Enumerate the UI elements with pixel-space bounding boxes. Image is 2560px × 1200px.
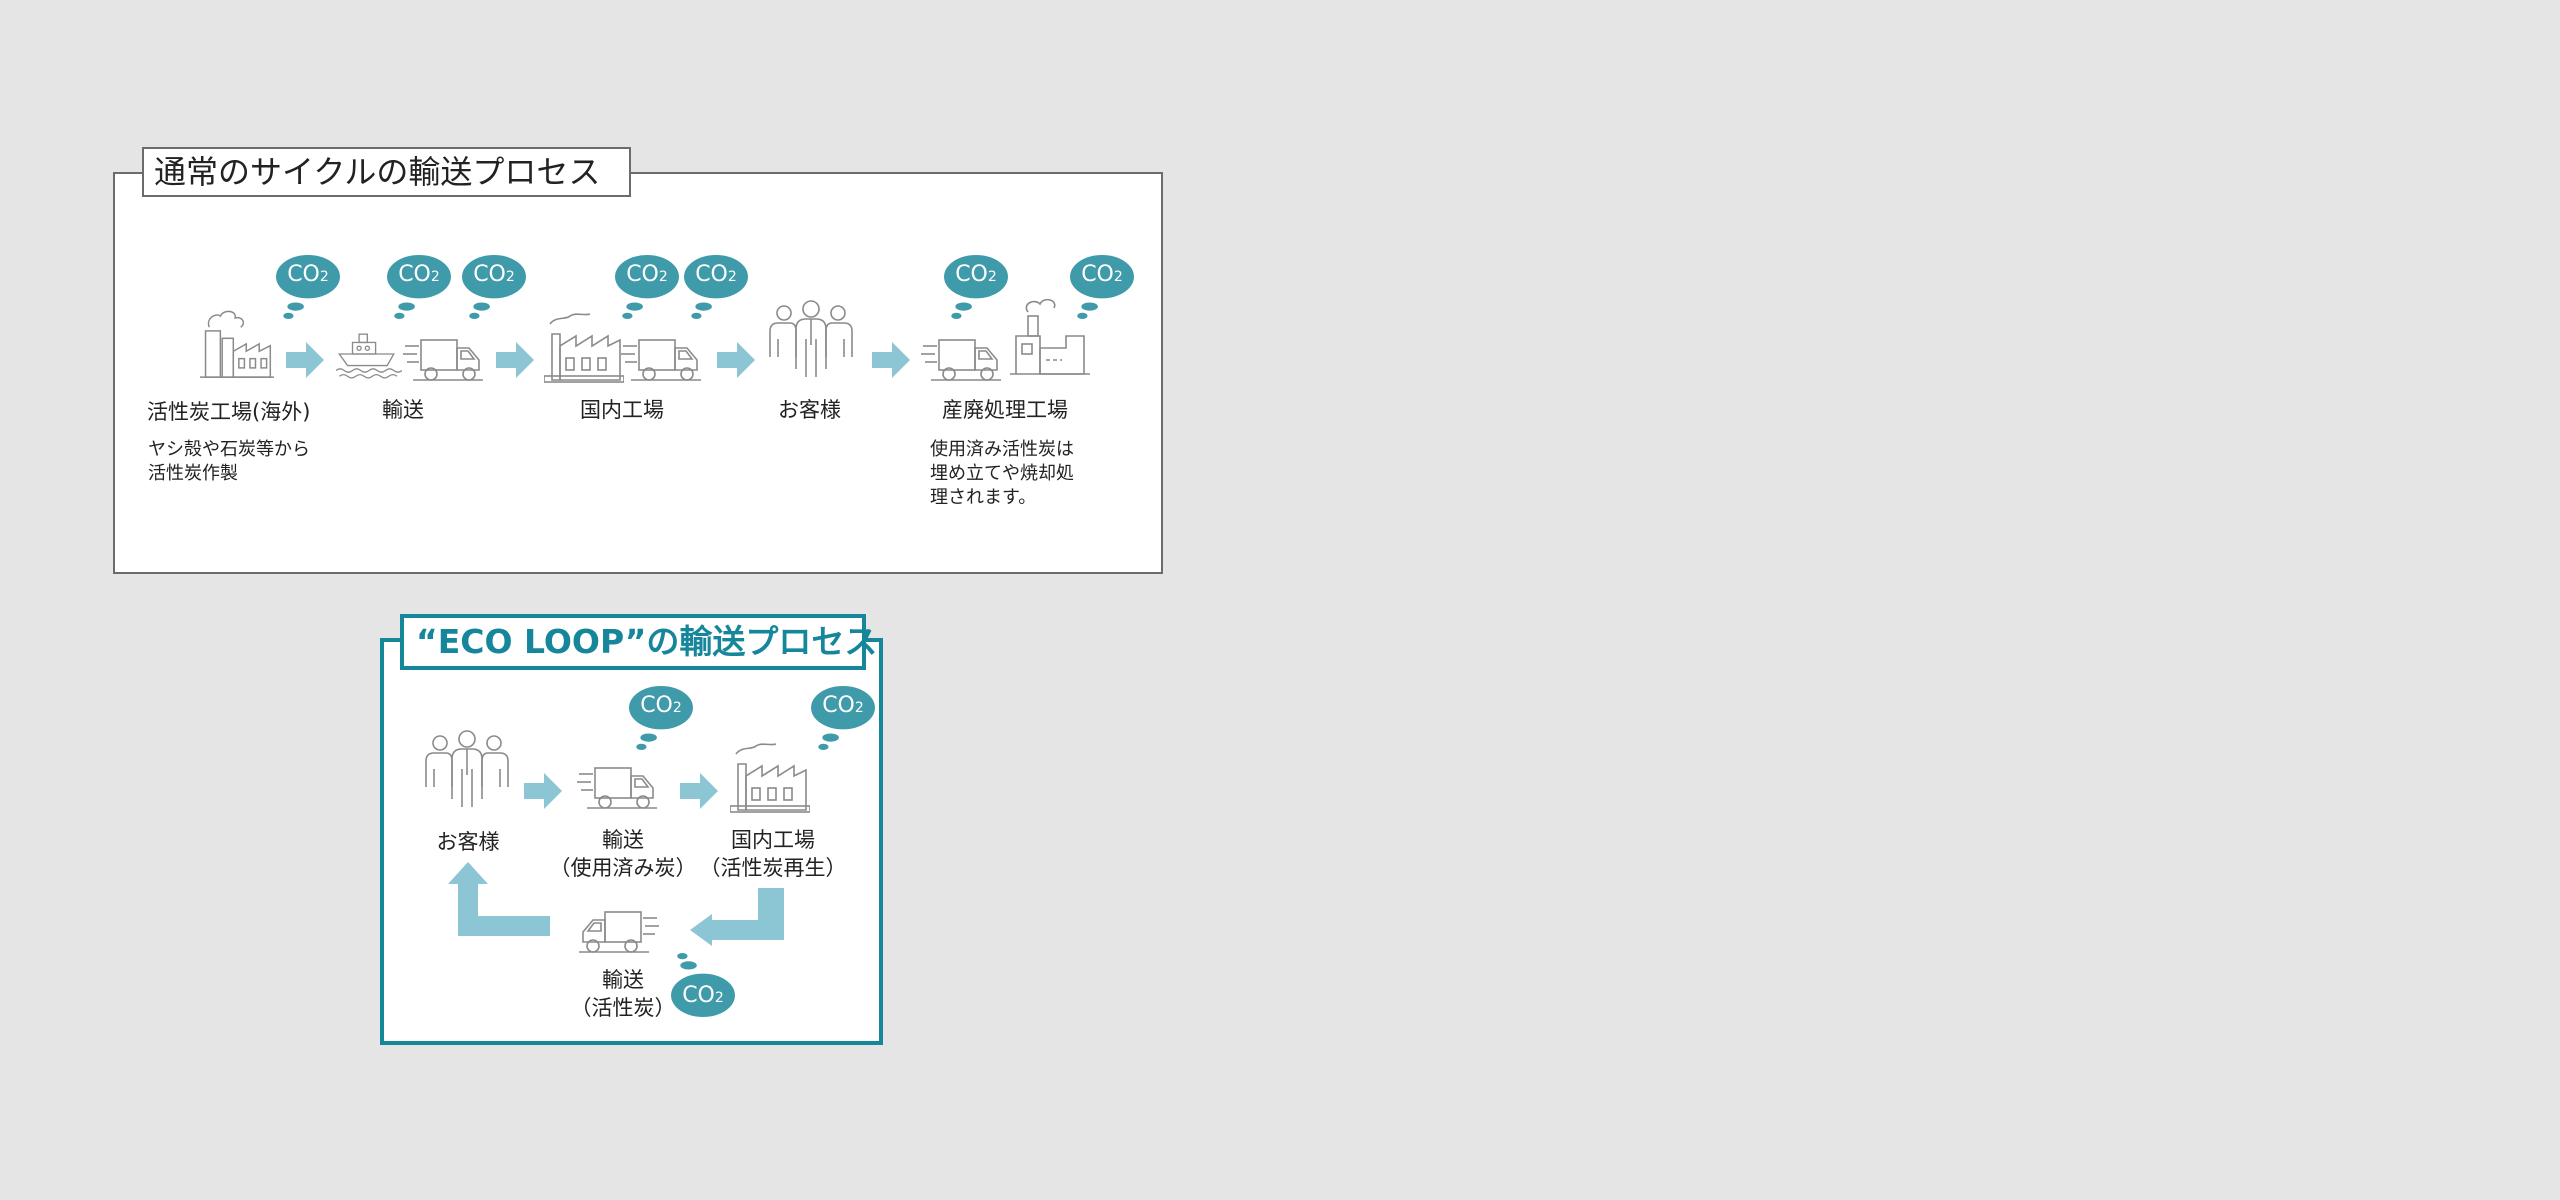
co2-label: CO2	[640, 693, 682, 718]
step-label: 輸送 （使用済み炭）	[549, 828, 697, 880]
loop-arrow-left-icon	[690, 888, 784, 946]
truck-icon	[402, 334, 484, 384]
loop-arrow-up-icon	[448, 862, 550, 936]
co2-label: CO2	[287, 262, 329, 287]
incinerator-icon	[1010, 290, 1090, 382]
arrow-right-icon	[680, 771, 720, 811]
ship-icon	[336, 324, 402, 384]
step-label: 輸送 （活性炭）	[570, 968, 676, 1020]
arrow-right-icon	[524, 771, 564, 811]
step-label: 産廃処理工場	[942, 398, 1068, 422]
co2-label: CO2	[398, 262, 440, 287]
co2-label: CO2	[473, 262, 515, 287]
co2-label: CO2	[682, 983, 724, 1008]
arrow-right-icon	[496, 340, 536, 380]
truck-icon	[620, 334, 702, 384]
eco-loop-title: “ECO LOOP”の輸送プロセス	[400, 614, 877, 670]
people-icon	[422, 726, 512, 812]
truck-icon	[576, 762, 658, 812]
normal-cycle-title: 通常のサイクルの輸送プロセス	[142, 147, 631, 197]
factory-icon	[544, 300, 624, 384]
truck-icon	[920, 334, 1002, 384]
people-icon	[766, 296, 856, 382]
co2-label: CO2	[1081, 262, 1123, 287]
co2-label: CO2	[955, 262, 997, 287]
truck-icon	[578, 906, 660, 956]
step-label: 活性炭工場(海外)	[147, 400, 311, 424]
step-note: ヤシ殻や石炭等から 活性炭作製	[148, 439, 310, 484]
step-label: お客様	[436, 830, 500, 854]
factory-icon	[200, 300, 274, 384]
co2-label: CO2	[626, 262, 668, 287]
factory-icon	[730, 730, 810, 814]
step-label: 輸送	[382, 398, 424, 422]
normal-cycle-panel	[113, 172, 1163, 574]
arrow-right-icon	[872, 340, 912, 380]
arrow-right-icon	[286, 340, 326, 380]
step-note: 使用済み活性炭は 埋め立てや焼却処 理されます。	[930, 439, 1074, 508]
step-label: 国内工場 （活性炭再生）	[699, 828, 847, 880]
co2-label: CO2	[822, 693, 864, 718]
step-label: お客様	[778, 398, 841, 422]
arrow-right-icon	[717, 340, 757, 380]
step-label: 国内工場	[580, 398, 664, 422]
co2-label: CO2	[695, 262, 737, 287]
